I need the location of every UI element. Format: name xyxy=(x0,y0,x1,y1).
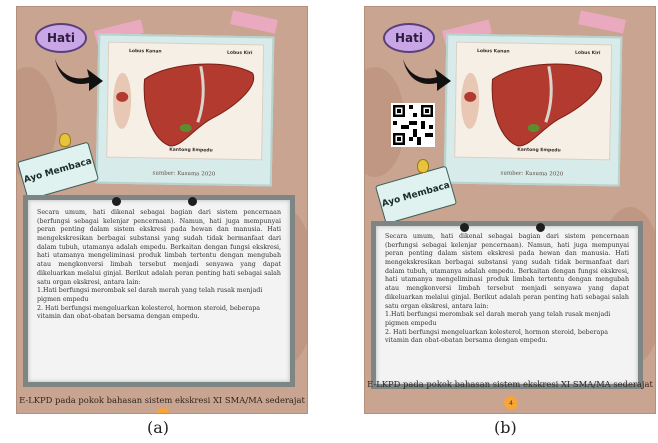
qr-code-icon[interactable] xyxy=(391,103,435,147)
pushpin-icon xyxy=(59,133,71,147)
liver-picture-frame: Lobus Kanan Lobus Kiri Kantong Empedu su… xyxy=(95,33,275,187)
label-gallbladder: Kantong Empedu xyxy=(517,147,561,154)
liver-illustration: Lobus Kanan Lobus Kiri Kantong Empedu xyxy=(106,41,265,161)
ligament xyxy=(196,65,205,123)
liver-drawing xyxy=(461,63,603,147)
body-liver-mark xyxy=(464,91,477,102)
board-pin-icon xyxy=(536,223,545,232)
liver-shape xyxy=(143,63,255,147)
liver-picture-frame: Lobus Kanan Lobus Kiri Kantong Empedu su… xyxy=(443,33,623,187)
reading-item-2: 2. Hati berfungsi mengeluarkan kolestero… xyxy=(385,328,608,345)
label-right-lobe: Lobus Kanan xyxy=(128,49,162,55)
title-bubble: Hati xyxy=(383,23,435,53)
image-caption: sumber: Kusuma 2020 xyxy=(152,170,216,178)
body-liver-mark xyxy=(116,91,129,102)
gallbladder xyxy=(179,124,192,133)
gallbladder xyxy=(527,124,540,133)
reading-paragraph: Secara umum, hati dikenal sebagai bagian… xyxy=(385,233,629,310)
label-left-lobe: Lobus Kiri xyxy=(574,50,601,57)
footer-text: E-LKPD pada pokok bahasan sistem ekskres… xyxy=(367,379,653,389)
reading-paragraph: Secara umum, hati dikenal sebagai bagian… xyxy=(37,209,281,286)
label-right-lobe: Lobus Kanan xyxy=(476,49,510,55)
label-left-lobe: Lobus Kiri xyxy=(226,50,253,57)
title-bubble: Hati xyxy=(35,23,87,53)
pushpin-icon xyxy=(417,159,429,173)
ayo-membaca-note: Ayo Membaca xyxy=(374,165,458,225)
footer-text: E-LKPD pada pokok bahasan sistem ekskres… xyxy=(19,395,305,405)
reading-board: Secara umum, hati dikenal sebagai bagian… xyxy=(371,221,643,389)
label-gallbladder: Kantong Empedu xyxy=(169,147,213,154)
reading-item-1: 1.Hati berfungsi merombak sel darah mera… xyxy=(37,287,263,303)
page-number xyxy=(156,408,170,413)
ligament xyxy=(544,65,553,123)
board-pin-icon xyxy=(188,197,197,206)
tape-right xyxy=(230,10,278,34)
panel-label-b: (b) xyxy=(494,418,517,437)
board-pin-icon xyxy=(112,197,121,206)
liver-illustration: Lobus Kanan Lobus Kiri Kantong Empedu xyxy=(454,41,613,161)
tape-right xyxy=(578,10,626,34)
reading-item-2: 2. Hati berfungsi mengeluarkan kolestero… xyxy=(37,304,260,321)
page-number: 4 xyxy=(504,396,518,410)
arrow-right-icon xyxy=(403,59,451,91)
reading-board: Secara umum, hati dikenal sebagai bagian… xyxy=(23,195,295,387)
board-pin-icon xyxy=(460,223,469,232)
panel-label-a: (a) xyxy=(147,418,170,437)
image-caption: sumber: Kusuma 2020 xyxy=(500,170,564,178)
worksheet-page-a: Lobus Kanan Lobus Kiri Kantong Empedu su… xyxy=(16,6,308,414)
arrow-right-icon xyxy=(55,59,103,91)
liver-drawing xyxy=(113,63,255,147)
liver-shape xyxy=(491,63,603,147)
reading-item-1: 1.Hati berfungsi merombak sel darah mera… xyxy=(385,311,611,327)
worksheet-page-b: Lobus Kanan Lobus Kiri Kantong Empedu su… xyxy=(364,6,656,414)
